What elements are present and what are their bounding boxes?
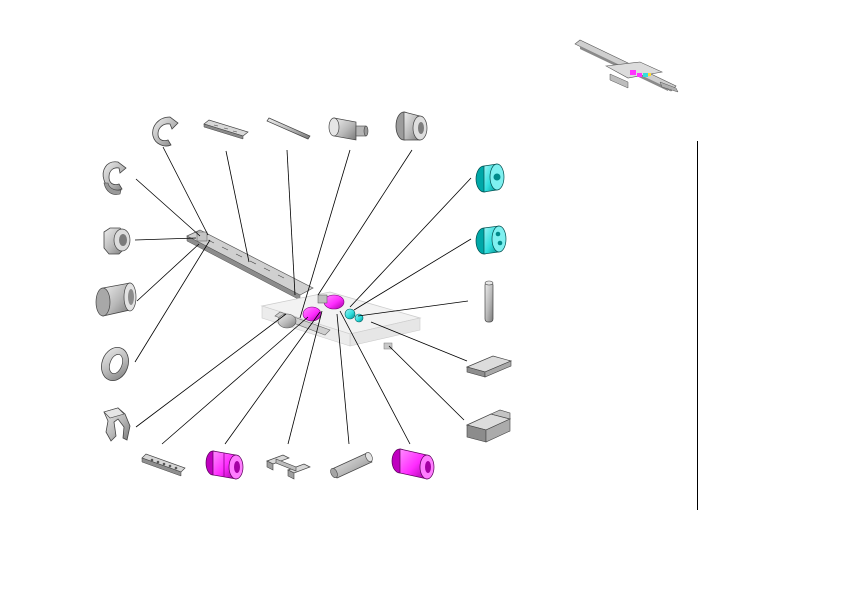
pin-icon <box>266 117 311 140</box>
washer-icon <box>101 347 129 381</box>
rail-icon <box>203 119 249 140</box>
spool-icon <box>391 448 435 480</box>
spool-icon <box>205 450 244 480</box>
bushing-icon <box>395 111 428 141</box>
dowel-icon <box>484 280 494 323</box>
plate-icon <box>465 355 513 378</box>
clip-icon <box>103 407 131 442</box>
central-assembly <box>186 229 422 350</box>
shaft-icon <box>328 117 369 141</box>
roller-icon <box>475 163 505 193</box>
assembly-thumbnail <box>574 39 679 93</box>
bracket-icon <box>266 454 311 480</box>
collar-icon <box>103 227 131 255</box>
e-clip-icon <box>152 116 179 147</box>
e-clip-icon <box>102 161 127 195</box>
page-border-rule <box>697 141 698 510</box>
roller-icon <box>475 225 507 255</box>
channel-icon <box>465 409 512 443</box>
leader-lines <box>134 146 472 445</box>
rod-icon <box>330 451 373 479</box>
bar-icon <box>141 453 186 477</box>
sleeve-icon <box>95 282 137 317</box>
